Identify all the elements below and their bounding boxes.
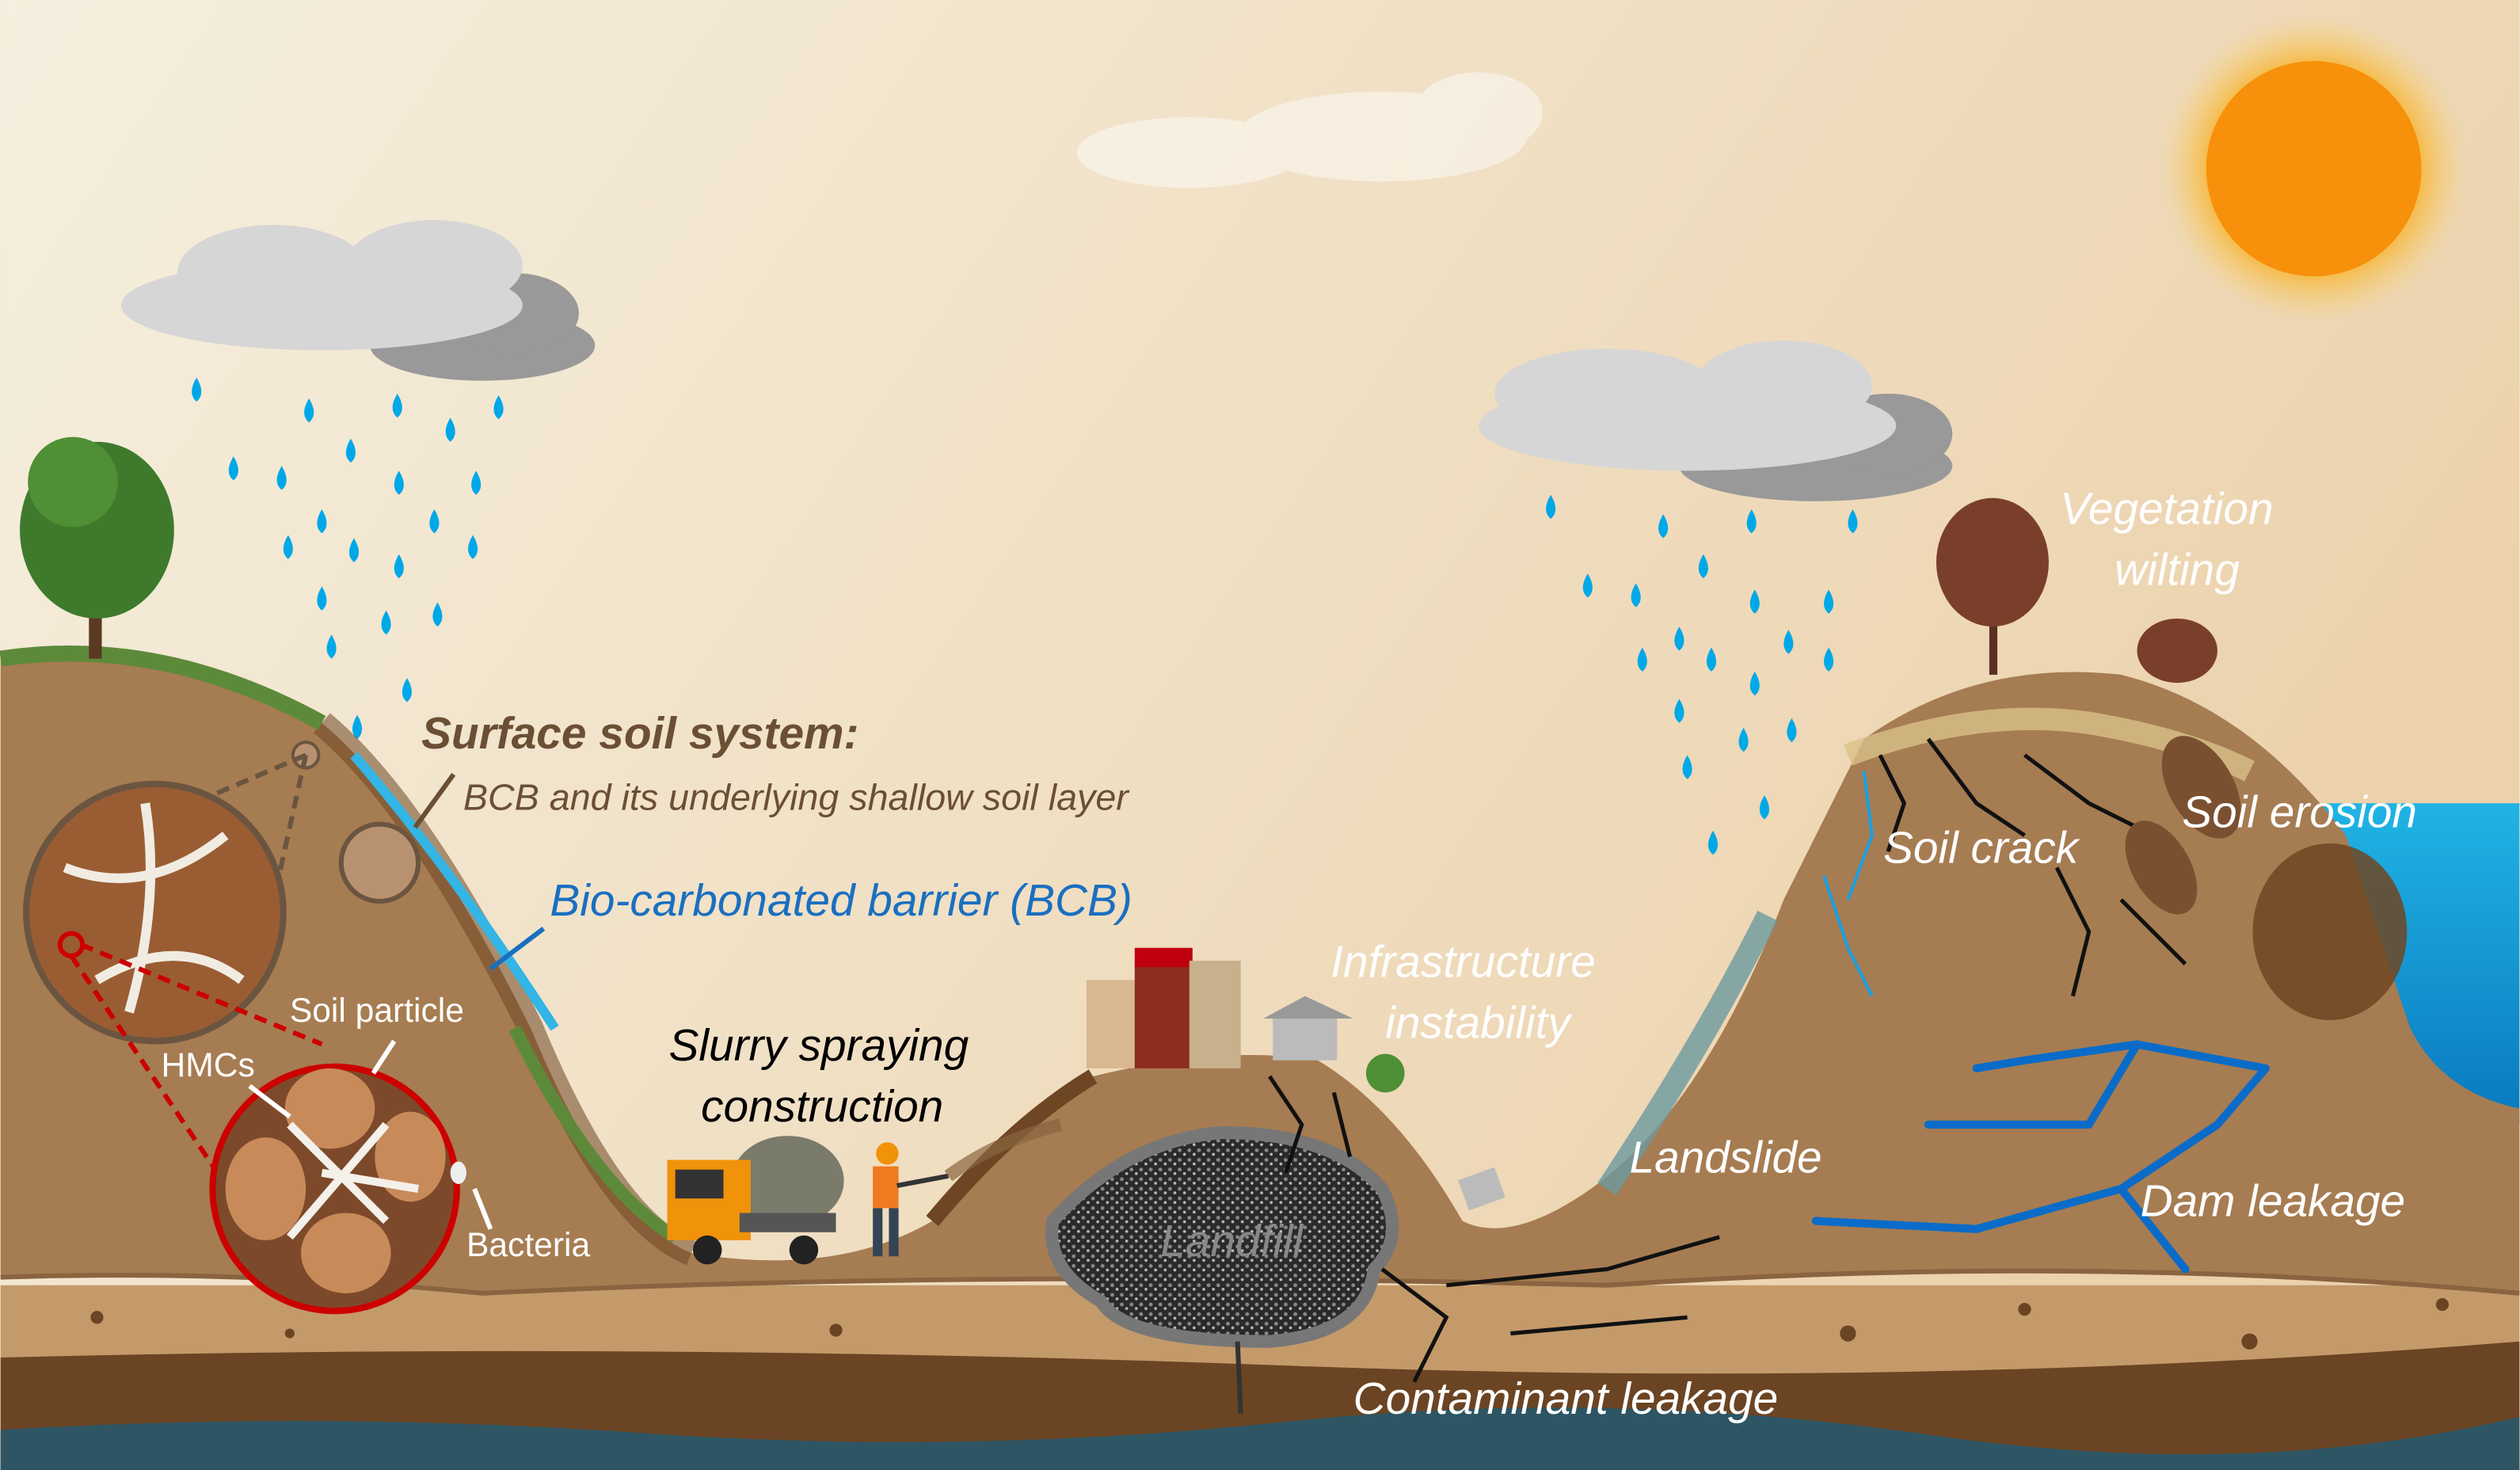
raindrop-icon [1637,647,1647,672]
raindrop-icon [1823,647,1834,672]
soil-microscopy-image [23,780,287,1045]
surface-soil-title: Surface soil system: [421,709,858,759]
raindrop-icon [471,470,482,495]
fallen-house-icon [1458,1167,1506,1211]
bio-carbonated-barrier [350,752,559,1031]
raindrop-icon [1749,589,1760,614]
raindrop-icon [283,535,293,559]
raindrop-icon [493,394,504,420]
hmcs-label: HMCs [162,1046,255,1084]
raindrop-icon [445,417,455,442]
raindrop-icon [1582,573,1593,598]
raindrop-icon [1658,514,1669,539]
raindrop-icon [1698,554,1708,579]
slurry-spray [944,1118,1063,1182]
soil-erosion-label: Soil erosion [2182,788,2417,838]
raindrop-icon [381,610,391,635]
infrastructure-label-line1: Infrastructure [1330,937,1596,987]
soil-crack-label: Soil crack [1883,823,2080,873]
seepage-lines [1822,771,1874,997]
soil-pebbles [90,1297,2450,1350]
raindrop-icon [345,438,356,463]
raindrop-icon [1787,718,1797,743]
raindrop-icon [1682,755,1692,779]
faint-cloud [1076,72,1544,189]
soil-particle-label: Soil particle [290,992,464,1030]
raindrop-icon [1707,830,1719,855]
raindrop-icon [1674,626,1684,651]
town-buildings-icon [1086,947,1241,1068]
soil-cracks [1268,737,2187,1383]
bacteria-label: Bacteria [466,1226,591,1264]
mixer-truck-icon [667,1136,844,1265]
landslide-label: Landslide [1630,1133,1822,1183]
raindrop-icon [1546,494,1556,520]
soil-sample-marker [338,821,421,904]
raindrop-icon [1823,589,1834,614]
slurry-label-line2: construction [701,1082,943,1132]
raindrop-icon [1848,509,1858,534]
vegetation-label-line2: wilting [2115,545,2240,595]
raindrop-icon [228,456,238,481]
surface-soil-subtitle: BCB and its underlying shallow soil laye… [463,776,1130,817]
raindrop-icon [394,554,404,579]
raindrop-icon [1749,671,1760,696]
raindrop-icon [192,377,202,402]
dam-leakage-channels [1811,1040,2270,1274]
raindrop-icon [429,509,440,534]
wilted-tree-icon [1936,497,2217,684]
groundwater [0,1407,2520,1470]
bcb-label: Bio-carbonated barrier (BCB) [550,876,1132,926]
raindrop-icon [348,538,360,562]
raindrop-icon [276,466,287,490]
raindrop-icon [326,634,337,659]
label-arrows [248,1039,493,1230]
house-icon [1263,996,1353,1061]
dam-leakage-label: Dam leakage [2141,1177,2406,1227]
terrain [0,653,2520,1293]
tree-icon [20,436,174,659]
infrastructure-label-line2: instability [1385,998,1573,1048]
raindrop-icon [304,398,314,423]
rain-cloud-left [120,219,596,381]
raindrop-icon [394,470,404,495]
hmc-particle-image [209,1063,466,1315]
grass [0,646,326,730]
raindrop-icon [1706,647,1717,672]
slurry-label-line1: Slurry spraying [669,1021,969,1071]
raindrop-icon [1783,630,1794,654]
raindrop-icon [317,509,327,534]
worker-icon [873,1142,950,1257]
raindrop-icon [1631,583,1641,607]
raindrop-icon [1674,699,1684,723]
contaminant-leakage-label: Contaminant leakage [1353,1374,1779,1424]
raindrop-icon [432,602,443,627]
raindrop-icon [317,586,327,611]
raindrop-icon [467,535,478,559]
vegetation-label-line1: Vegetation [2060,484,2273,534]
rain-drops [192,377,1858,855]
raindrop-icon [1738,727,1749,752]
landfill [1045,1125,1399,1348]
raindrop-icon [392,393,402,418]
erosion-hollow [2125,736,2408,1021]
raindrop-icon [1746,509,1757,534]
landfill-label: Landfill [1160,1217,1304,1266]
rain-cloud-right [1478,341,1953,501]
raindrop-icon [402,677,412,703]
raindrop-icon [1759,795,1770,820]
landslide-debris [1597,910,1778,1195]
raindrop-icon [352,714,363,740]
